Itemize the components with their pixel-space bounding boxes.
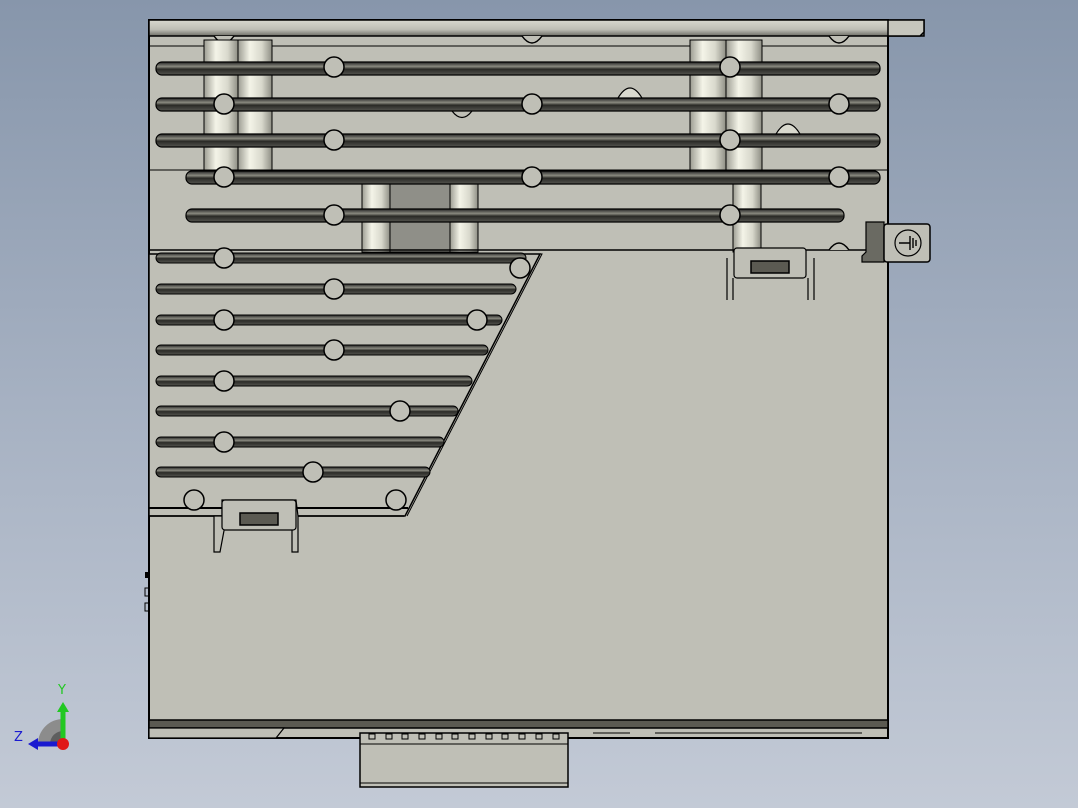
z-axis-label: Z <box>14 730 23 745</box>
terminal-connector <box>359 732 569 788</box>
x-axis-icon <box>57 738 69 750</box>
screw-holes <box>183 56 850 511</box>
lower-cooling-grooves <box>148 252 543 517</box>
y-axis-label: Y <box>58 683 66 698</box>
orientation-triad[interactable]: Y Z <box>10 684 80 754</box>
connector-pin-slots <box>368 733 560 740</box>
ground-terminal <box>861 221 931 263</box>
triad-graphic <box>28 702 69 750</box>
snap-clip-right <box>726 247 815 300</box>
mounting-domes <box>451 87 802 135</box>
snap-clip-left <box>213 499 299 553</box>
ground-symbol-icon <box>894 229 922 257</box>
enclosure-base <box>144 572 889 739</box>
